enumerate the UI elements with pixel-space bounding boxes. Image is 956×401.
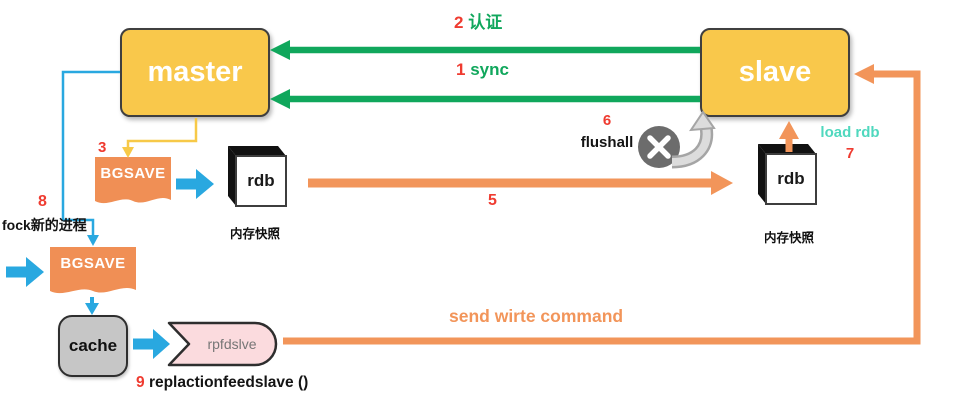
step-text: sync	[470, 60, 509, 79]
step-text: load rdb	[820, 124, 880, 141]
rdb2-caption: 内存快照	[763, 231, 814, 245]
cache-node: cache	[58, 315, 128, 377]
rdb-label: rdb	[247, 171, 275, 190]
document-shape-icon	[50, 247, 136, 294]
bgsave-doc-2: BGSAVE	[50, 246, 136, 302]
rdb1-caption: 内存快照	[229, 227, 280, 241]
master-to-bgsave-arrow	[122, 118, 198, 158]
cache-to-buffer-arrow	[133, 329, 170, 359]
step-number: 7	[845, 145, 855, 162]
auth-arrow	[270, 40, 700, 60]
step-bgsave-number: 3	[98, 139, 107, 156]
step-text: 认证	[468, 13, 503, 32]
slave-node: slave	[700, 28, 850, 117]
step-transfer-number: 5	[488, 192, 497, 209]
bgsave-to-rdb-arrow	[176, 169, 214, 199]
rdb-label: rdb	[777, 169, 805, 188]
replication-buffer-node: rpfdslve	[167, 321, 283, 367]
buffer-label: rpfdslve	[207, 336, 257, 352]
ribbon-shape-icon	[167, 321, 278, 367]
step-fork-number: 8	[38, 193, 47, 210]
step-number: 6	[602, 112, 612, 129]
bgsave-doc-1: BGSAVE	[95, 156, 171, 212]
step-auth-label: 2 认证	[454, 8, 502, 33]
rdb-transfer-arrow	[308, 171, 733, 195]
step-number: 1	[456, 60, 466, 79]
rdb-cube-icon: rdb	[220, 144, 290, 214]
bgsave-label: BGSAVE	[60, 255, 126, 272]
step-text: replactionfeedslave ()	[148, 374, 309, 391]
rdb-cube-icon: rdb	[750, 142, 820, 212]
bgsave-label: BGSAVE	[100, 165, 166, 182]
step-fork-text: fock新的进程	[2, 217, 87, 233]
send-write-command-label: send wirte command	[449, 306, 624, 326]
step-load-rdb-label: load rdb 7	[812, 122, 888, 164]
step-text: flushall	[580, 133, 634, 151]
step-feedslave-label: 9 replactionfeedslave ()	[136, 374, 308, 392]
sync-arrow	[270, 89, 700, 109]
step-number: 2	[454, 13, 464, 32]
into-bgsave2-arrow	[6, 257, 44, 287]
step-flushall-label: 6 flushall	[566, 110, 648, 154]
step-number: 9	[136, 374, 145, 391]
master-node: master	[120, 28, 270, 117]
curved-arrow-icon	[671, 110, 716, 169]
step-sync-label: 1 sync	[456, 60, 509, 80]
